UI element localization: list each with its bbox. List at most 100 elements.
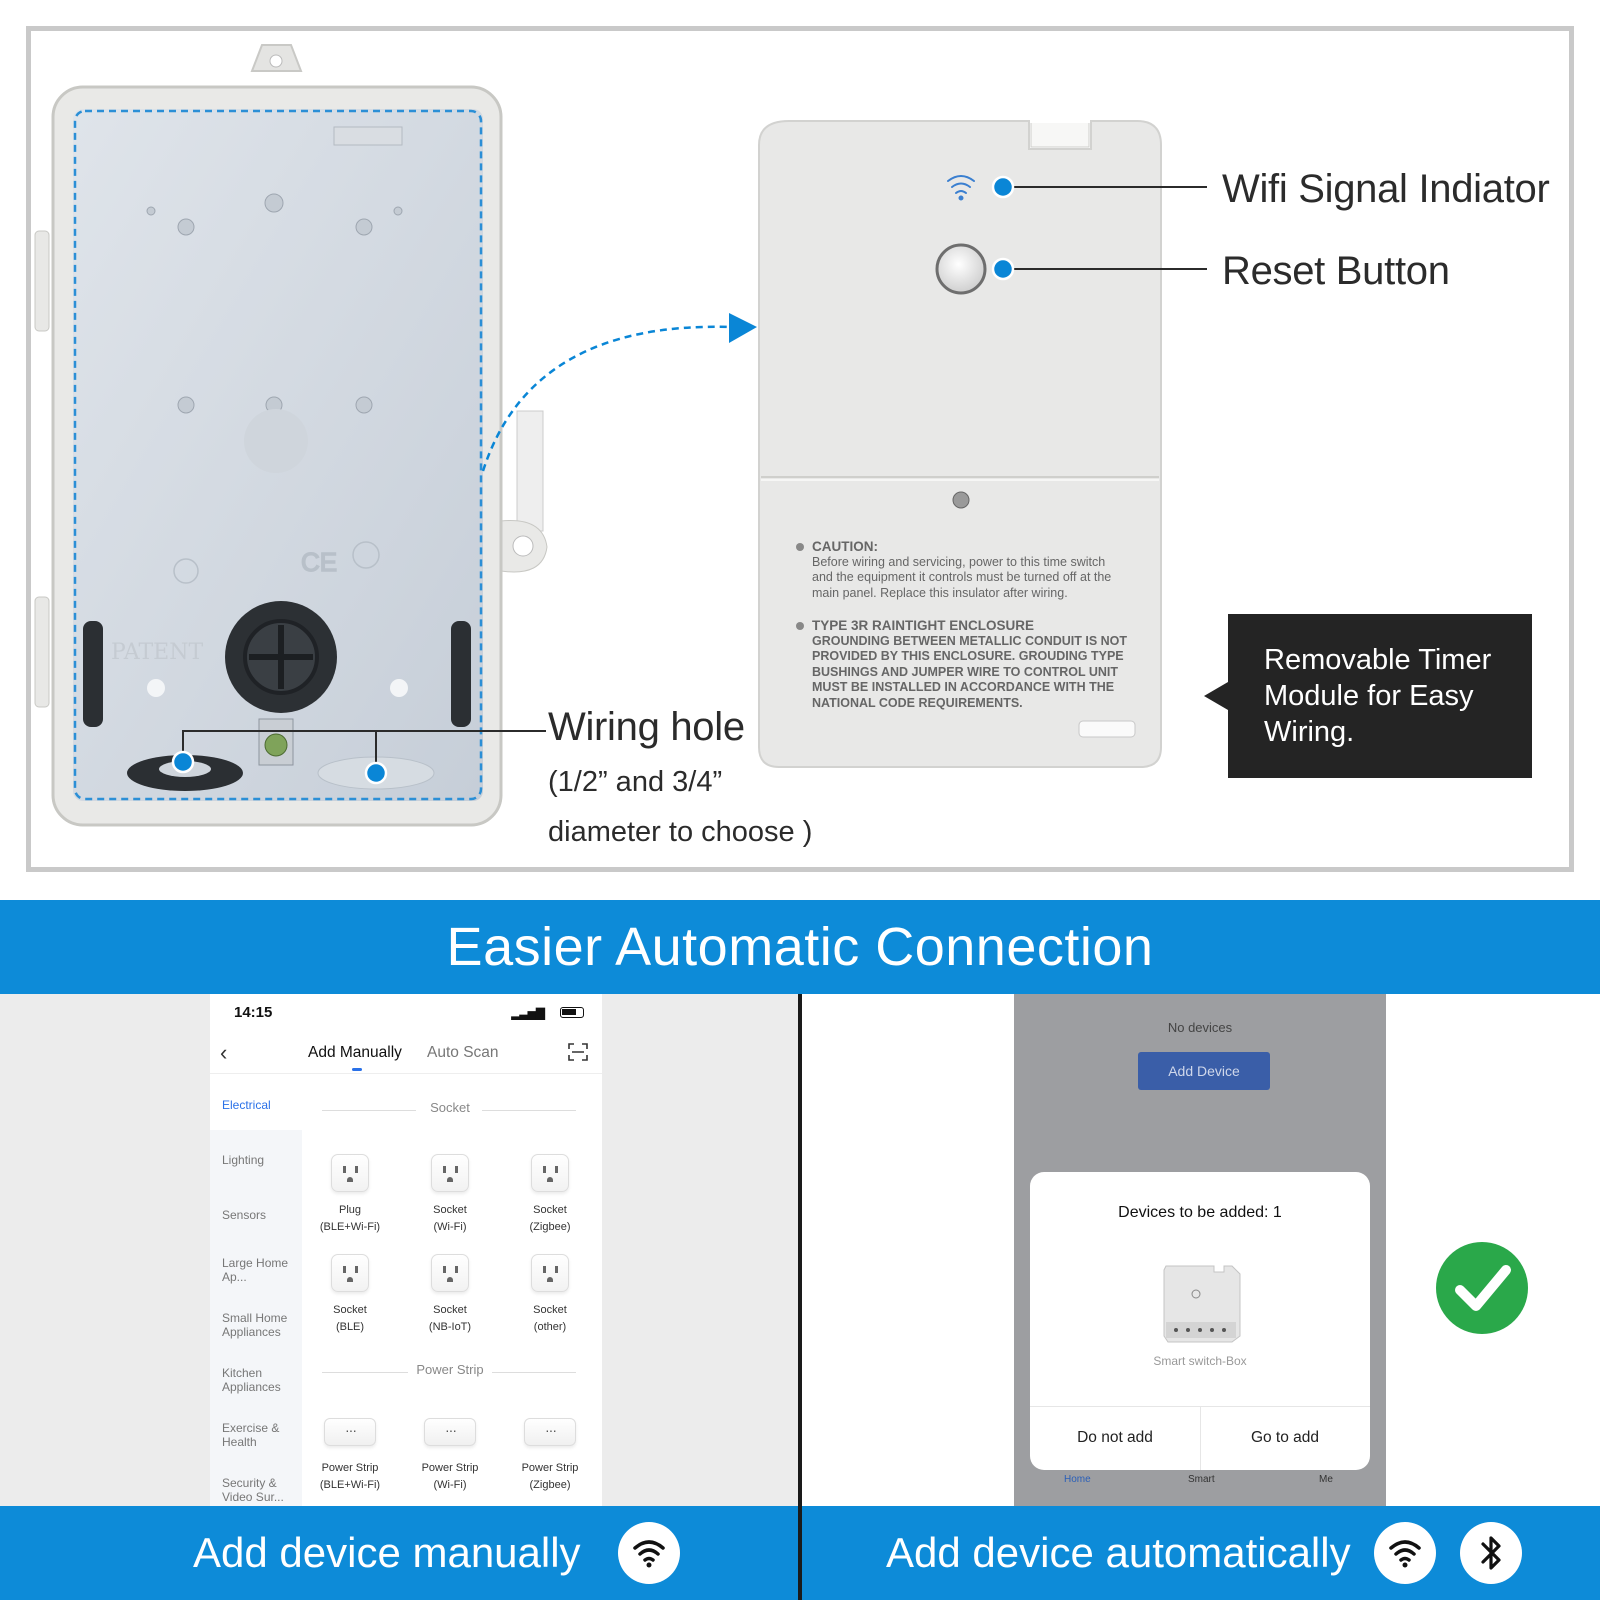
- device-tile[interactable]: Power Strip (Wi-Fi): [400, 1418, 500, 1494]
- tab-home[interactable]: Home: [1064, 1474, 1091, 1485]
- category-small-home[interactable]: Small Home Appliances: [222, 1311, 288, 1339]
- wiring-hole-detail-1: (1/2” and 3/4”: [548, 766, 723, 798]
- category-large-home[interactable]: Large Home Ap...: [222, 1256, 289, 1284]
- removable-box-line: Wiring.: [1264, 716, 1355, 748]
- device-tile[interactable]: Socket (BLE): [300, 1254, 400, 1336]
- device-sub: (other): [533, 1321, 567, 1333]
- device-name: Smart switch-Box: [1153, 1354, 1247, 1368]
- device-tile[interactable]: Socket (NB-IoT): [400, 1254, 500, 1336]
- category-active-bg: [210, 1074, 302, 1130]
- device-name: Socket: [533, 1204, 567, 1216]
- device-tile[interactable]: Socket (Zigbee): [500, 1154, 600, 1236]
- enclosure-illustration: CE PATENT: [34, 44, 1207, 827]
- socket-icon: [331, 1154, 369, 1192]
- power-strip-icon: [324, 1418, 376, 1446]
- dialog-title: Devices to be added: 1: [1118, 1204, 1282, 1221]
- timer-module: [758, 120, 1162, 768]
- device-tile[interactable]: Socket (other): [500, 1254, 600, 1336]
- socket-icon: [431, 1254, 469, 1292]
- footer-manual: Add device manually: [0, 1506, 798, 1600]
- tab-add-manually[interactable]: Add Manually: [308, 1044, 402, 1061]
- device-tile[interactable]: Plug (BLE+Wi-Fi): [300, 1154, 400, 1236]
- section-socket: Socket: [430, 1100, 470, 1115]
- section-divider: [322, 1372, 408, 1373]
- section-divider: [492, 1372, 576, 1373]
- socket-icon: [531, 1154, 569, 1192]
- device-sub: (Wi-Fi): [433, 1221, 467, 1233]
- category-electrical[interactable]: Electrical: [222, 1098, 271, 1112]
- device-sub: (NB-IoT): [428, 1321, 472, 1333]
- category-list: [210, 1074, 302, 1506]
- auto-panel: No devices Add Device Devices to be adde…: [802, 994, 1600, 1506]
- status-bar: 14:15 ▂▃▅▇: [210, 994, 602, 1030]
- wifi-icon: [1374, 1522, 1436, 1584]
- enclosure-warning-line: GROUNDING BETWEEN METALLIC CONDUIT IS NO…: [812, 633, 1128, 648]
- category-lighting[interactable]: Lighting: [222, 1153, 265, 1167]
- removable-box-line: Removable Timer: [1264, 644, 1492, 676]
- bluetooth-icon: [1460, 1522, 1522, 1584]
- device-name: Socket: [433, 1304, 467, 1316]
- svg-text:CE: CE: [301, 547, 337, 577]
- tab-smart[interactable]: Smart: [1188, 1474, 1215, 1485]
- caution-line: and the equipment it controls must be tu…: [812, 570, 1112, 584]
- battery-icon: [560, 1007, 584, 1018]
- device-tile[interactable]: Socket (Wi-Fi): [400, 1154, 500, 1236]
- device-sub: (Wi-Fi): [433, 1479, 467, 1491]
- section-divider: [482, 1110, 576, 1111]
- device-tile[interactable]: Power Strip (Zigbee): [500, 1418, 600, 1494]
- add-device-button[interactable]: Add Device: [1138, 1052, 1270, 1090]
- category-kitchen[interactable]: Kitchen Appliances: [222, 1366, 281, 1394]
- footer-auto-label: Add device automatically: [886, 1529, 1351, 1576]
- caution-title: CAUTION:: [812, 539, 878, 554]
- enclosure-warning-line: PROVIDED BY THIS ENCLOSURE. GROUDING TYP…: [812, 649, 1124, 663]
- device-name: Socket: [333, 1304, 367, 1316]
- removable-box-pointer: [1204, 682, 1228, 710]
- panel-divider: [798, 994, 802, 1600]
- socket-icon: [331, 1254, 369, 1292]
- banner-title: Easier Automatic Connection: [0, 900, 1600, 994]
- do-not-add-button[interactable]: Do not add: [1077, 1429, 1153, 1446]
- caution-line: main panel. Replace this insulator after…: [812, 585, 1068, 600]
- socket-icon: [431, 1154, 469, 1192]
- enclosure-warning-line: NATIONAL CODE REQUIREMENTS.: [812, 695, 1023, 710]
- device-name: Power Strip: [321, 1462, 379, 1474]
- enclosure-warning-line: MUST BE INSTALLED IN ACCORDANCE WITH THE: [812, 680, 1115, 694]
- check-circle-icon: [1436, 1242, 1528, 1334]
- category-exercise[interactable]: Exercise & Health: [222, 1421, 280, 1449]
- device-name: Socket: [433, 1204, 467, 1216]
- device-sub: (BLE+Wi-Fi): [319, 1479, 381, 1491]
- device-sub: (BLE): [335, 1321, 365, 1333]
- signal-icon: ▂▃▅▇: [511, 1006, 545, 1020]
- power-strip-icon: [424, 1418, 476, 1446]
- device-sub: (Zigbee): [529, 1221, 571, 1233]
- wiring-hole-label: Wiring hole: [548, 705, 745, 749]
- active-tab-indicator: [352, 1068, 362, 1071]
- manual-panel: 14:15 ▂▃▅▇ ‹ Add Manually Auto Scan Elec…: [0, 994, 798, 1506]
- no-devices-text: No devices: [1167, 1020, 1233, 1035]
- dialog-divider: [1200, 1406, 1201, 1470]
- tab-me[interactable]: Me: [1319, 1474, 1333, 1485]
- nav-bar: ‹ Add Manually Auto Scan: [210, 1030, 602, 1074]
- wiring-hole-leader: [171, 730, 546, 785]
- category-sensors[interactable]: Sensors: [222, 1208, 267, 1222]
- device-name: Socket: [533, 1304, 567, 1316]
- wiring-hole-detail-2: diameter to choose ): [548, 816, 813, 848]
- device-name: Power Strip: [421, 1462, 479, 1474]
- caution-line: Before wiring and servicing, power to th…: [812, 554, 1106, 569]
- wifi-indicator-icon: [947, 175, 975, 201]
- device-tile[interactable]: Power Strip (BLE+Wi-Fi): [300, 1418, 400, 1494]
- smart-switch-device-image: [1163, 1265, 1241, 1343]
- tab-auto-scan[interactable]: Auto Scan: [427, 1044, 499, 1061]
- reset-button-label: Reset Button: [1222, 249, 1450, 293]
- category-security[interactable]: Security & Video Sur...: [222, 1476, 284, 1504]
- removable-box-line: Module for Easy: [1264, 680, 1474, 712]
- section-power-strip: Power Strip: [416, 1362, 484, 1377]
- chevron-left-icon[interactable]: ‹: [220, 1040, 228, 1065]
- caution-label: CAUTION: Before wiring and servicing, po…: [796, 539, 1152, 601]
- enclosure-warning-line: BUSHINGS AND JUMPER WIRE TO CONTROL UNIT: [812, 664, 1119, 679]
- power-strip-icon: [524, 1418, 576, 1446]
- wifi-icon: [618, 1522, 680, 1584]
- status-time: 14:15: [234, 1004, 273, 1021]
- scan-icon[interactable]: [568, 1043, 588, 1061]
- go-to-add-button[interactable]: Go to add: [1250, 1429, 1320, 1446]
